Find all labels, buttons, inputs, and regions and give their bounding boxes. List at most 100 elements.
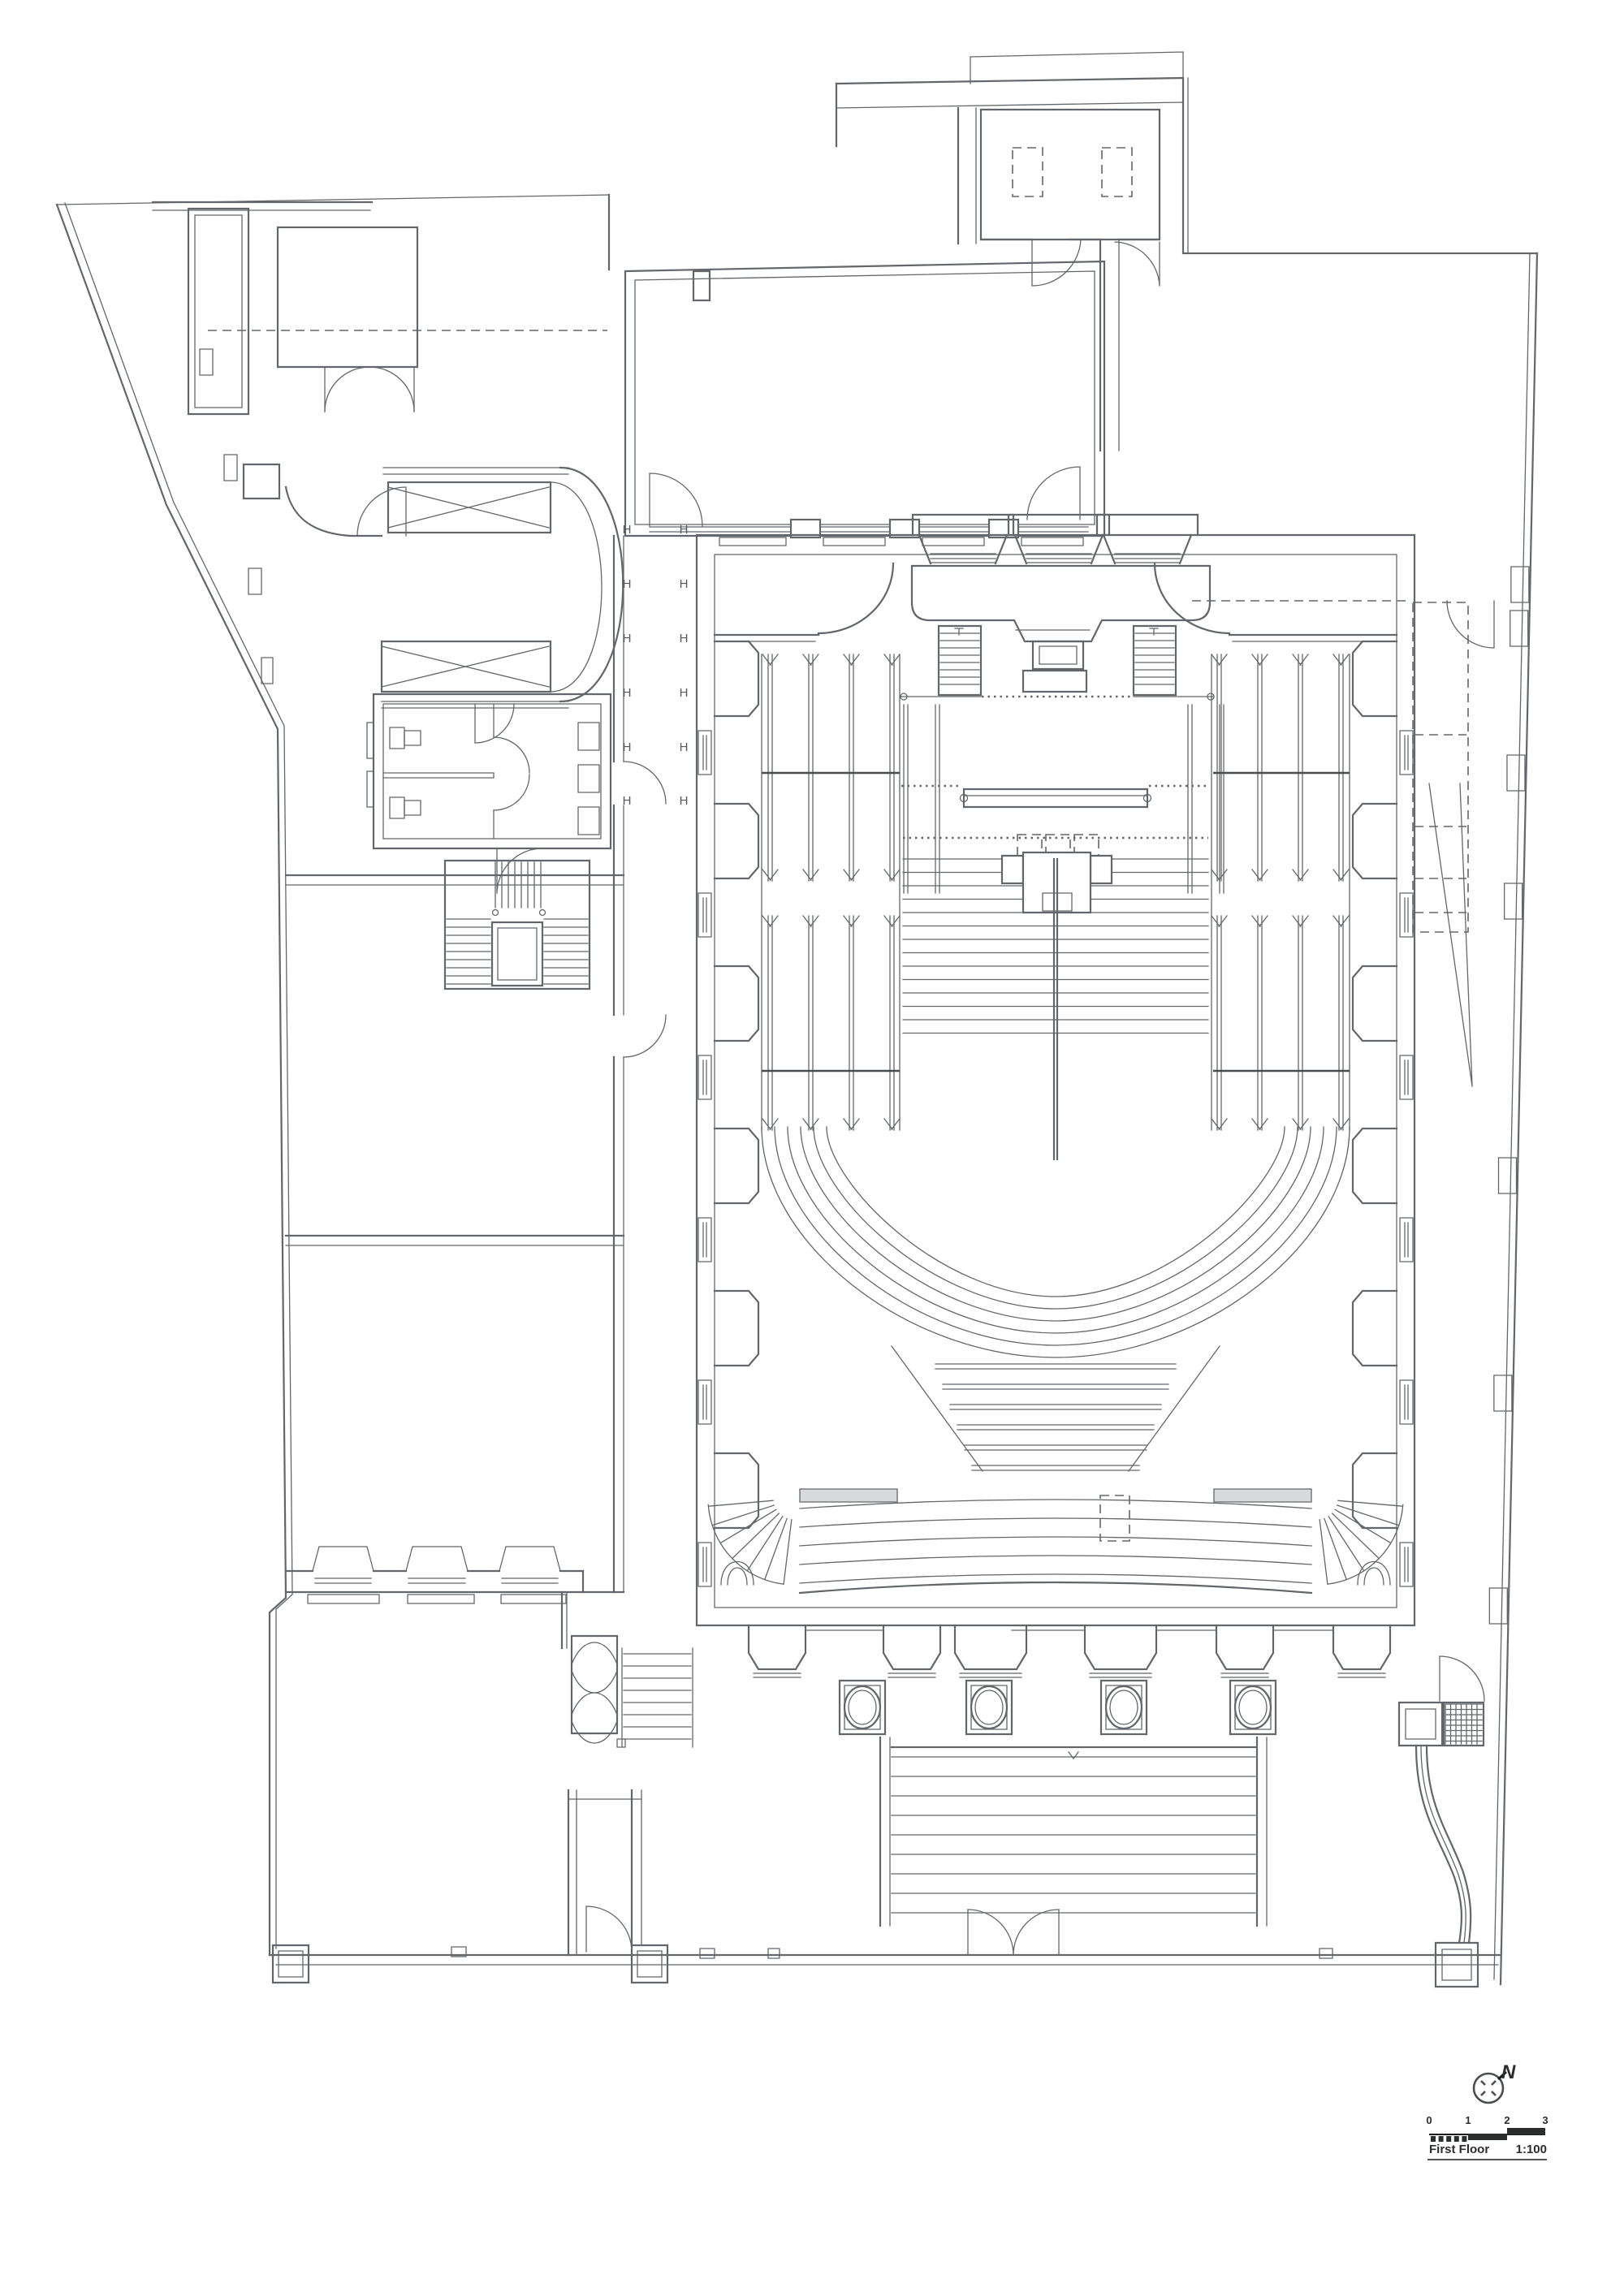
door-swing: [475, 704, 514, 743]
hairpin-ramp: [388, 487, 549, 528]
balcony-curves: [814, 1127, 1298, 1309]
toilets: [367, 694, 611, 893]
side-pilaster-bays: [698, 731, 711, 775]
stair-treads: [447, 919, 490, 984]
sheet-scale: 1:100: [1516, 2143, 1547, 2156]
stage-stairs: [1135, 633, 1174, 684]
window-band: [823, 537, 885, 546]
toilets: [367, 771, 374, 807]
scale-bar: [1468, 2134, 1507, 2140]
corner-fan-stair: [1320, 1500, 1403, 1584]
side-pilaster-bays: [703, 736, 706, 770]
column-grid-marker: H: [623, 686, 632, 700]
north-entrance-bays: [1104, 535, 1191, 563]
toilets: [374, 694, 611, 848]
balcony-curves: [801, 1127, 1311, 1321]
east-wall-piers: [1498, 1158, 1516, 1193]
hairpin-ramp: [560, 468, 623, 701]
stage-stairs: [940, 633, 979, 684]
narrow-room: [188, 209, 248, 414]
seat-bank-left: [762, 654, 900, 1130]
side-slips: [901, 697, 1224, 893]
site-boundary: [1501, 253, 1537, 1984]
portico-columns: [273, 1945, 1332, 1983]
corner-rooms: [1155, 563, 1397, 635]
colonnade-columns: [1101, 1681, 1147, 1734]
southeast-ramp: [1406, 1709, 1436, 1739]
side-pilaster-bays: [1400, 731, 1413, 775]
scalloped-south-piers: [749, 1625, 1390, 1677]
east-wall-piers: [1489, 1588, 1507, 1624]
store-room: [278, 227, 417, 367]
portico-columns: [637, 1951, 662, 1977]
rear-gallery-rows: [800, 1500, 1311, 1583]
north-entrance-bays: [913, 515, 1198, 563]
east-wall-piers: [1489, 567, 1529, 1624]
window-band: [989, 520, 1018, 537]
stair-treads: [544, 919, 588, 984]
side-slips: [961, 795, 968, 802]
radiator: [578, 807, 599, 835]
door-swing: [1027, 467, 1080, 520]
scalloped-south-piers: [1338, 1673, 1385, 1677]
stairwell-lift: [445, 861, 590, 989]
entrance-double-door: [968, 1910, 1059, 1955]
auditorium-outer-wall: [697, 535, 1415, 1625]
lectern: [1033, 641, 1083, 669]
skylight: [1013, 148, 1043, 196]
door-swing: [357, 487, 406, 536]
window-band: [650, 520, 1088, 546]
auditorium: [800, 1582, 1311, 1593]
north-arrow-icon: N: [1474, 2061, 1516, 2103]
north-entrance-bays: [1026, 554, 1091, 563]
gallery-step-hatch: [800, 1489, 897, 1502]
southeast-ramp: [1427, 1746, 1471, 1943]
stage: [912, 566, 1210, 641]
door-swing: [586, 1906, 632, 1952]
southeast-ramp: [1421, 1746, 1466, 1943]
door-swing: [624, 762, 666, 1057]
stage-stairs: [901, 693, 907, 700]
terrace-passage: [568, 1790, 641, 1955]
scalloped-south-piers: [1221, 1673, 1268, 1677]
side-pilaster-bays: [1353, 1453, 1397, 1528]
column-grid-marker: H: [623, 740, 632, 754]
window-band: [650, 527, 1088, 532]
north-entrance-bays: [1115, 554, 1180, 563]
column-grid-marker: H: [623, 794, 632, 808]
side-pilaster-bays: [703, 1385, 706, 1419]
window-band: [1021, 537, 1083, 546]
hatch-grid: [1445, 1704, 1482, 1744]
skylight: [1102, 148, 1132, 196]
corner-fan-stair: [708, 1500, 792, 1584]
balcony-curves: [827, 1127, 1285, 1297]
lift-shaft: [492, 922, 542, 986]
side-stair: [572, 1636, 617, 1733]
entrance-double-door: [968, 1910, 1059, 1955]
colonnade-columns: [1235, 1686, 1271, 1728]
balcony-front-rail: [964, 789, 1147, 807]
side-pilaster-bays: [698, 1055, 711, 1099]
corner-flourish: [1358, 1562, 1390, 1586]
wedge: [1429, 783, 1472, 1086]
side-pilaster-bays: [1405, 1547, 1408, 1582]
column-grid-marker: H: [680, 794, 689, 808]
side-pilaster-bays: [698, 1218, 711, 1262]
north-entrance-bays: [919, 535, 1007, 563]
scale-ticks: [1453, 2136, 1459, 2142]
window-band: [719, 537, 786, 546]
balcony-curves: [762, 1127, 1350, 1357]
side-pilaster-bays: [698, 641, 1413, 1586]
stepped-fan: [935, 1364, 1176, 1470]
south-entrance: [273, 1636, 1332, 1983]
side-pilaster-bays: [703, 898, 706, 932]
north-arrow-icon: [1498, 2072, 1506, 2079]
east-wall-piers: [1505, 883, 1522, 919]
control-box: [1023, 671, 1086, 692]
north-entrance-bays: [1015, 535, 1103, 563]
grand-staircase: [892, 1757, 1255, 1913]
east-wall-piers: [1507, 755, 1525, 791]
north-entrance-bays: [913, 515, 1013, 535]
side-pilaster-bays: [703, 1060, 706, 1094]
